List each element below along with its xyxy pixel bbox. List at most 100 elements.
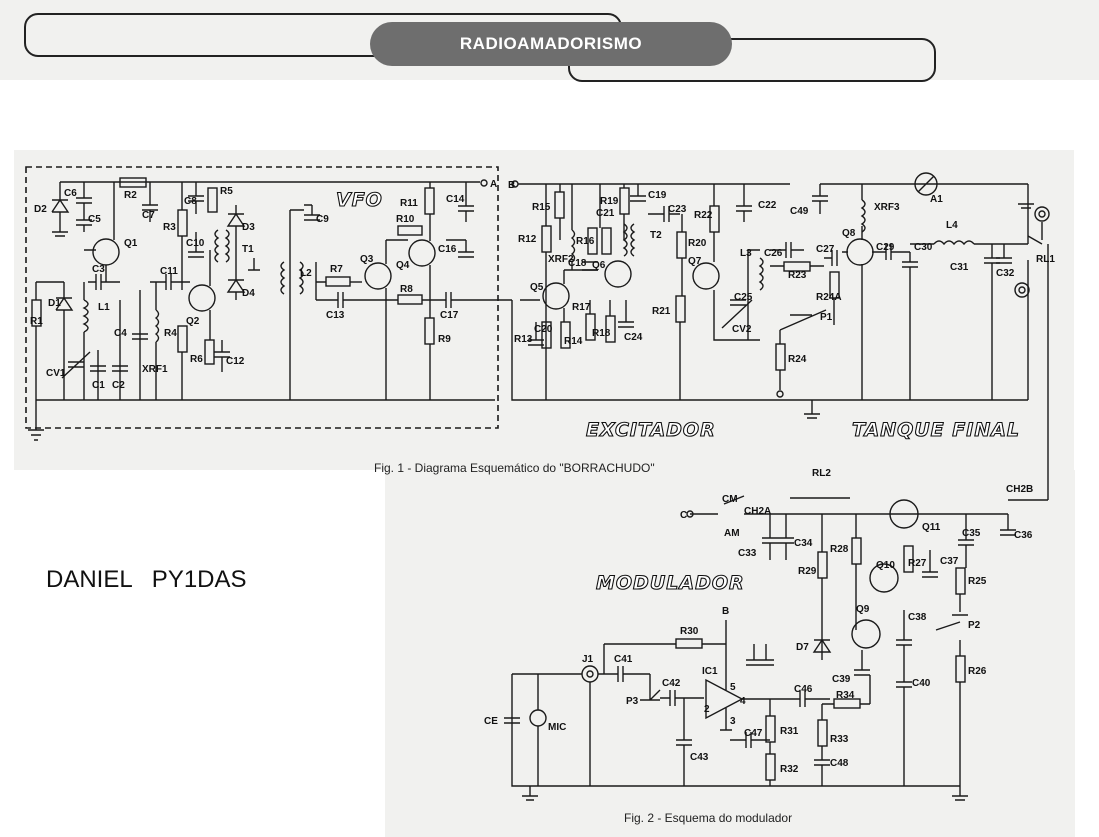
label-c48: C48 [830,758,849,769]
label-t2: T2 [650,230,662,241]
label-c2: C2 [112,380,125,391]
label-p2: P2 [968,620,981,631]
label-q2: Q2 [186,316,200,327]
label-l3: L3 [740,248,752,259]
label-a: A [490,179,497,190]
label-r15: R15 [532,202,551,213]
label-c3: C3 [92,264,105,275]
section-title-tanque-final: TANQUE FINAL [852,419,1020,441]
label-c18: C18 [568,258,587,269]
label-c26: C26 [764,248,783,259]
label-q10: Q10 [876,560,895,571]
label-c1: C1 [92,380,105,391]
label-cm: CM [722,494,738,505]
label-cv2: CV2 [732,324,752,335]
label-c8: C8 [184,196,197,207]
label-c38: C38 [908,612,927,623]
author-signature: DANIEL PY1DAS [46,566,247,593]
label-d1: D1 [48,298,61,309]
label-pin2: 2 [704,704,710,715]
label-rl2: RL2 [812,468,831,479]
label-r23: R23 [788,270,807,281]
label-r29: R29 [798,566,817,577]
label-c7: C7 [142,210,155,221]
figure-2-caption: Fig. 2 - Esquema do modulador [624,811,792,825]
label-q3: Q3 [360,254,374,265]
label-pin4: 4 [740,696,746,707]
label-b: B [508,180,515,191]
label-c4: C4 [114,328,127,339]
label-q7: Q7 [688,256,702,267]
label-c19: C19 [648,190,667,201]
label-c23: C23 [668,204,687,215]
label-pin5: 5 [730,682,736,693]
label-c25: C25 [734,292,753,303]
label-c-terminal: C [680,510,687,521]
label-c34: C34 [794,538,813,549]
label-r24: R24 [788,354,807,365]
section-title-excitador: EXCITADOR [586,419,716,441]
label-ch2a: CH2A [744,506,771,517]
label-d7: D7 [796,642,809,653]
label-c21: C21 [596,208,615,219]
figure-1-caption: Fig. 1 - Diagrama Esquemático do "BORRAC… [374,461,655,475]
label-r14: R14 [564,336,583,347]
label-r28: R28 [830,544,849,555]
label-c35: C35 [962,528,981,539]
label-r27: R27 [908,558,927,569]
label-c40: C40 [912,678,931,689]
label-r24a: R24A [816,292,842,303]
label-a1: A1 [930,194,943,205]
label-r18: R18 [592,328,611,339]
label-r9: R9 [438,334,451,345]
label-c20: C20 [534,324,553,335]
label-r12: R12 [518,234,537,245]
label-r8: R8 [400,284,413,295]
label-c47: C47 [744,728,763,739]
label-pin3: 3 [730,716,736,727]
label-c9: C9 [316,214,329,225]
label-c22: C22 [758,200,777,211]
label-c11: C11 [160,266,178,277]
label-j1: J1 [582,654,594,665]
label-r32: R32 [780,764,799,775]
label-xrf1: XRF1 [142,364,168,375]
label-c16: C16 [438,244,457,255]
label-ch2b: CH2B [1006,484,1033,495]
label-cv1: CV1 [46,368,66,379]
label-q6: Q6 [592,260,606,271]
label-q9: Q9 [856,604,870,615]
label-r4: R4 [164,328,177,339]
label-r2: R2 [124,190,137,201]
label-q4: Q4 [396,260,410,271]
scan-background-fig1 [14,150,1074,470]
label-c37: C37 [940,556,959,567]
label-q11: Q11 [922,522,941,533]
section-title-vfo: VFO [336,189,383,211]
label-xrf2: XRF2 [548,254,574,265]
label-c49: C49 [790,206,809,217]
label-r5: R5 [220,186,233,197]
label-ce: CE [484,716,498,727]
label-c10: C10 [186,238,205,249]
page-title: RADIOAMADORISMO [370,22,732,66]
label-l2: L2 [300,268,312,279]
label-r30: R30 [680,626,699,637]
label-p3: P3 [626,696,639,707]
label-q1: Q1 [124,238,138,249]
label-c32: C32 [996,268,1015,279]
label-l1: L1 [98,302,110,313]
label-r6: R6 [190,354,203,365]
label-am: AM [724,528,740,539]
label-c5: C5 [88,214,101,225]
label-p1: P1 [820,312,833,323]
label-r21: R21 [652,306,671,317]
label-c13: C13 [326,310,345,321]
label-c6: C6 [64,188,77,199]
label-r33: R33 [830,734,849,745]
label-r34: R34 [836,690,855,701]
label-r1: R1 [30,316,43,327]
label-c31: C31 [950,262,969,273]
label-r16: R16 [576,236,595,247]
